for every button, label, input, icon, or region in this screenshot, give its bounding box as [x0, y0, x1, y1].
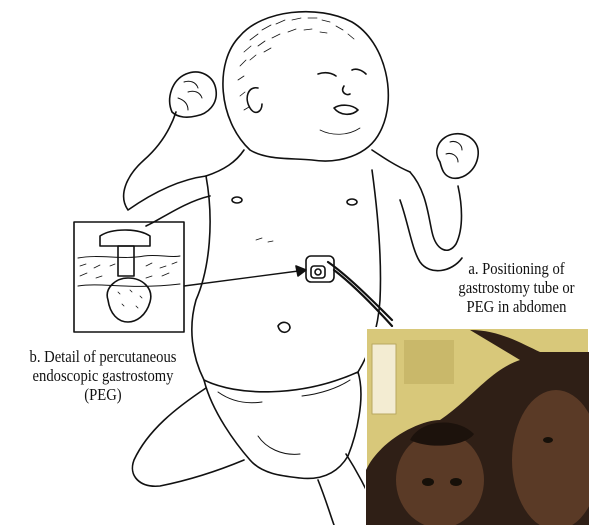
caption-b-line-1: b. Detail of percutaneous: [14, 347, 191, 366]
infant-torso: [192, 176, 210, 380]
pointer-arrowhead: [296, 266, 306, 276]
caption-a-line-3: PEG in abdomen: [437, 297, 589, 316]
pointer-line: [184, 270, 306, 286]
infant-navel: [278, 322, 290, 332]
caption-detail: b. Detail of percutaneous endoscopic gas…: [14, 347, 191, 404]
caption-b-line-3: (PEG): [14, 385, 191, 404]
infant-head: [223, 12, 388, 161]
infant-mouth: [334, 105, 358, 114]
infant-hair: [238, 18, 354, 110]
infant-eye-left: [318, 73, 336, 76]
infant-nappy: [204, 372, 361, 478]
infant-nose: [343, 86, 350, 95]
infant-eye-right: [352, 69, 366, 74]
infant-right-fist: [437, 134, 478, 179]
caption-b-line-2: endoscopic gastrostomy: [14, 366, 191, 385]
infant-left-fist: [170, 72, 217, 117]
gastrostomy-button: [306, 256, 392, 326]
caption-a-line-2: gastrostomy tube or: [437, 278, 589, 297]
photo-inset: [366, 328, 589, 525]
peg-detail-inset: [74, 222, 184, 332]
caption-a-line-1: a. Positioning of: [437, 259, 589, 278]
infant-ear: [247, 88, 262, 113]
infant-left-arm: [124, 112, 206, 210]
infant-right-arm: [410, 172, 462, 250]
caption-positioning: a. Positioning of gastrostomy tube or PE…: [437, 259, 589, 316]
